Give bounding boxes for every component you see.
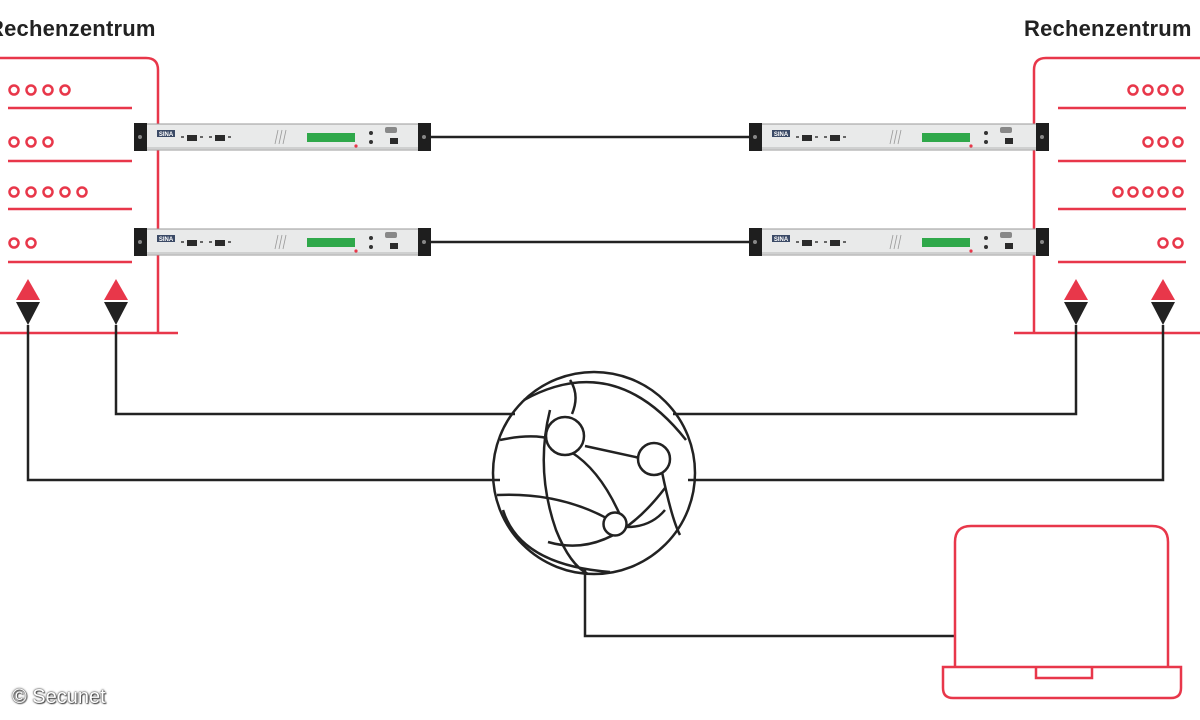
network-port [802,240,812,246]
device-display [922,238,970,247]
device-logo: SINA [772,130,790,138]
status-dot [42,84,54,96]
server-shelf [8,136,132,163]
server-shelf [8,237,132,264]
status-dot [1172,237,1184,249]
device-logo: SINA [772,235,790,243]
svg-text:SINA: SINA [159,237,174,243]
encryptor-device: SINA [134,228,431,256]
link-left-outer [26,325,500,482]
status-dot [1157,84,1169,96]
link-right-inner [673,325,1078,416]
device-logo: SINA [157,235,175,243]
svg-text:SINA: SINA [774,237,789,243]
server-shelf [1058,84,1186,110]
status-dot [42,186,54,198]
network-links [26,135,1165,638]
encryptor-devices: SINA SINA SINA SINA [134,123,1049,256]
network-port [830,135,840,141]
network-port [215,240,225,246]
updown-arrow-icon [16,279,40,325]
updown-arrow-icon [104,279,128,325]
device-display [307,238,355,247]
link-laptop [583,568,955,638]
server-shelf [1058,186,1186,211]
encryptor-device: SINA [749,228,1049,256]
datacenter-right-title: Rechenzentrum [1024,16,1192,41]
status-dot [1172,186,1184,198]
status-dot [1157,237,1169,249]
updown-arrow-icon [1151,279,1175,325]
status-dot [8,186,20,198]
status-dot [59,84,71,96]
copyright-notice: © Secunet [12,686,106,708]
status-dot [25,186,37,198]
status-dot [8,237,20,249]
status-dot [1172,136,1184,148]
globe-icon [491,370,697,576]
status-dot [1127,84,1139,96]
network-port [187,135,197,141]
datacenter-right-servers [1058,84,1186,264]
svg-text:SINA: SINA [774,132,789,138]
status-dot [1157,136,1169,148]
encryptor-device: SINA [749,123,1049,151]
device-display [307,133,355,142]
status-dot [42,136,54,148]
status-dot [1142,186,1154,198]
network-port [187,240,197,246]
datacenter-right-outline [1032,56,1200,333]
status-dot [59,186,71,198]
server-shelf [1058,237,1186,264]
server-shelf [8,84,132,110]
status-dot [1157,186,1169,198]
status-dot [1172,84,1184,96]
status-dot [8,136,20,148]
updown-arrow-icon [1064,279,1088,325]
laptop-icon [941,524,1183,700]
device-display [922,133,970,142]
encryptor-device: SINA [134,123,431,151]
status-dot [8,84,20,96]
network-port [830,240,840,246]
network-port [215,135,225,141]
svg-text:SINA: SINA [159,132,174,138]
status-dot [25,84,37,96]
device-logo: SINA [157,130,175,138]
status-dot [1127,186,1139,198]
status-dot [76,186,88,198]
datacenter-left-outline [0,56,160,333]
link-left-inner [114,325,515,416]
status-dot [1142,136,1154,148]
status-dot [1112,186,1124,198]
network-port [802,135,812,141]
datacenter-left-title: Rechenzentrum [0,16,156,41]
status-dot [25,136,37,148]
connection-arrows [16,279,1175,325]
server-shelf [8,186,132,211]
server-shelf [1058,136,1186,163]
status-dot [25,237,37,249]
datacenter-left-servers [8,84,132,264]
status-dot [1142,84,1154,96]
link-right-outer [688,325,1165,482]
